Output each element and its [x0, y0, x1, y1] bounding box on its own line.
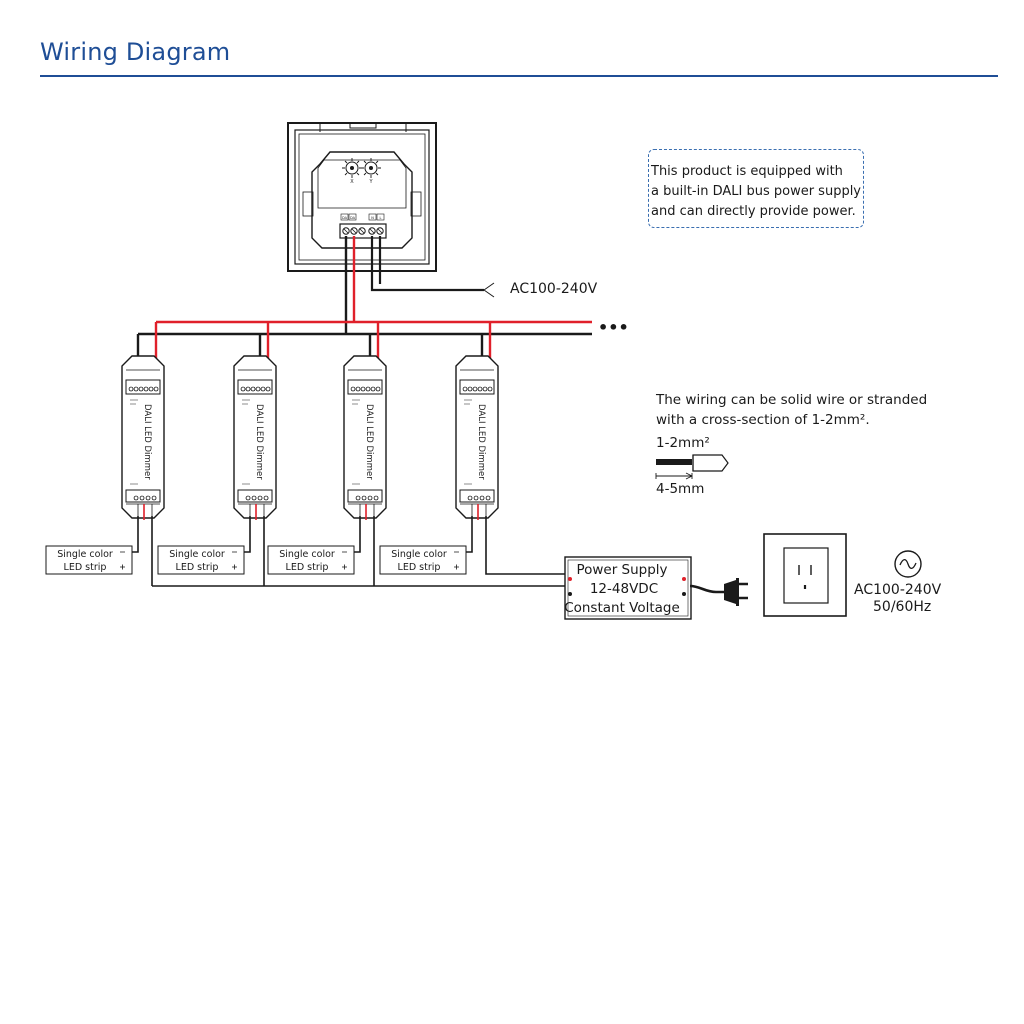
terminal-l-label: L	[380, 216, 382, 220]
led-strip-line1: Single color	[169, 549, 225, 560]
dali-wall-panel: X Y DA DA N L	[287, 122, 437, 272]
bus-continuation: •••	[598, 318, 629, 337]
led-strip-line2: LED strip	[64, 562, 107, 573]
note-line: This product is equipped with	[651, 164, 843, 179]
wire-strip-illustration: 1-2mm² 4-5mm	[655, 435, 729, 497]
power-supply-line3: Constant Voltage	[564, 600, 680, 616]
panel-terminal-screws	[342, 227, 384, 235]
output-wires	[132, 504, 566, 587]
power-supply-line2: 12-48VDC	[590, 581, 658, 597]
power-supply: Power Supply 12-48VDC Constant Voltage	[564, 556, 692, 620]
note-line: and can directly provide power.	[651, 204, 856, 219]
wiring-note-line: with a cross-section of 1-2mm².	[656, 412, 870, 428]
ac-symbol-icon	[894, 550, 922, 578]
dimmer-label: DALI LED Dimmer	[364, 404, 374, 480]
dimmer-label: DALI LED Dimmer	[254, 404, 264, 480]
led-strip-1: Single color LED strip	[45, 545, 133, 575]
dimmer-drop-wires	[136, 322, 492, 378]
note-line: a built-in DALI bus power supply	[651, 184, 861, 199]
led-strip-2: Single color LED strip	[157, 545, 245, 575]
led-strip-4: Single color LED strip	[379, 545, 467, 575]
led-strip-line2: LED strip	[398, 562, 441, 573]
panel-wires	[344, 236, 495, 334]
dali-bus	[138, 320, 592, 336]
terminal-n-label: N	[371, 216, 374, 220]
terminal-da-label: DA	[342, 216, 348, 220]
dali-dimmer-3: DALI LED Dimmer	[343, 355, 387, 519]
address-dial-y	[361, 158, 381, 178]
terminal-da-label: DA	[350, 216, 356, 220]
led-strip-line2: LED strip	[286, 562, 329, 573]
wire-strip-label: 4-5mm	[656, 481, 704, 497]
page-title: Wiring Diagram	[40, 38, 231, 66]
dali-power-note: This product is equipped with a built-in…	[648, 149, 864, 228]
panel-ac-label: AC100-240V	[510, 281, 598, 297]
plug-cord	[689, 578, 748, 606]
wiring-note: The wiring can be solid wire or stranded…	[656, 390, 927, 430]
dial-x-label: X	[350, 179, 354, 185]
address-dial-x	[342, 158, 362, 178]
led-strip-line2: LED strip	[176, 562, 219, 573]
dimmer-label: DALI LED Dimmer	[476, 404, 486, 480]
led-strip-line1: Single color	[391, 549, 447, 560]
power-supply-line1: Power Supply	[576, 562, 667, 578]
dali-dimmer-4: DALI LED Dimmer	[455, 355, 499, 519]
led-strip-3: Single color LED strip	[267, 545, 355, 575]
dali-dimmer-2: DALI LED Dimmer	[233, 355, 277, 519]
wire-core-label: 1-2mm²	[656, 435, 710, 451]
wall-outlet	[763, 533, 847, 617]
title-divider	[40, 75, 998, 77]
led-strip-line1: Single color	[279, 549, 335, 560]
dali-dimmer-1: DALI LED Dimmer	[121, 355, 165, 519]
mains-frequency: 50/60Hz	[873, 599, 931, 615]
mains-voltage: AC100-240V	[854, 582, 942, 598]
led-strip-line1: Single color	[57, 549, 113, 560]
dial-y-label: Y	[368, 179, 373, 185]
dimmer-label: DALI LED Dimmer	[142, 404, 152, 480]
wiring-note-line: The wiring can be solid wire or stranded	[656, 392, 928, 408]
